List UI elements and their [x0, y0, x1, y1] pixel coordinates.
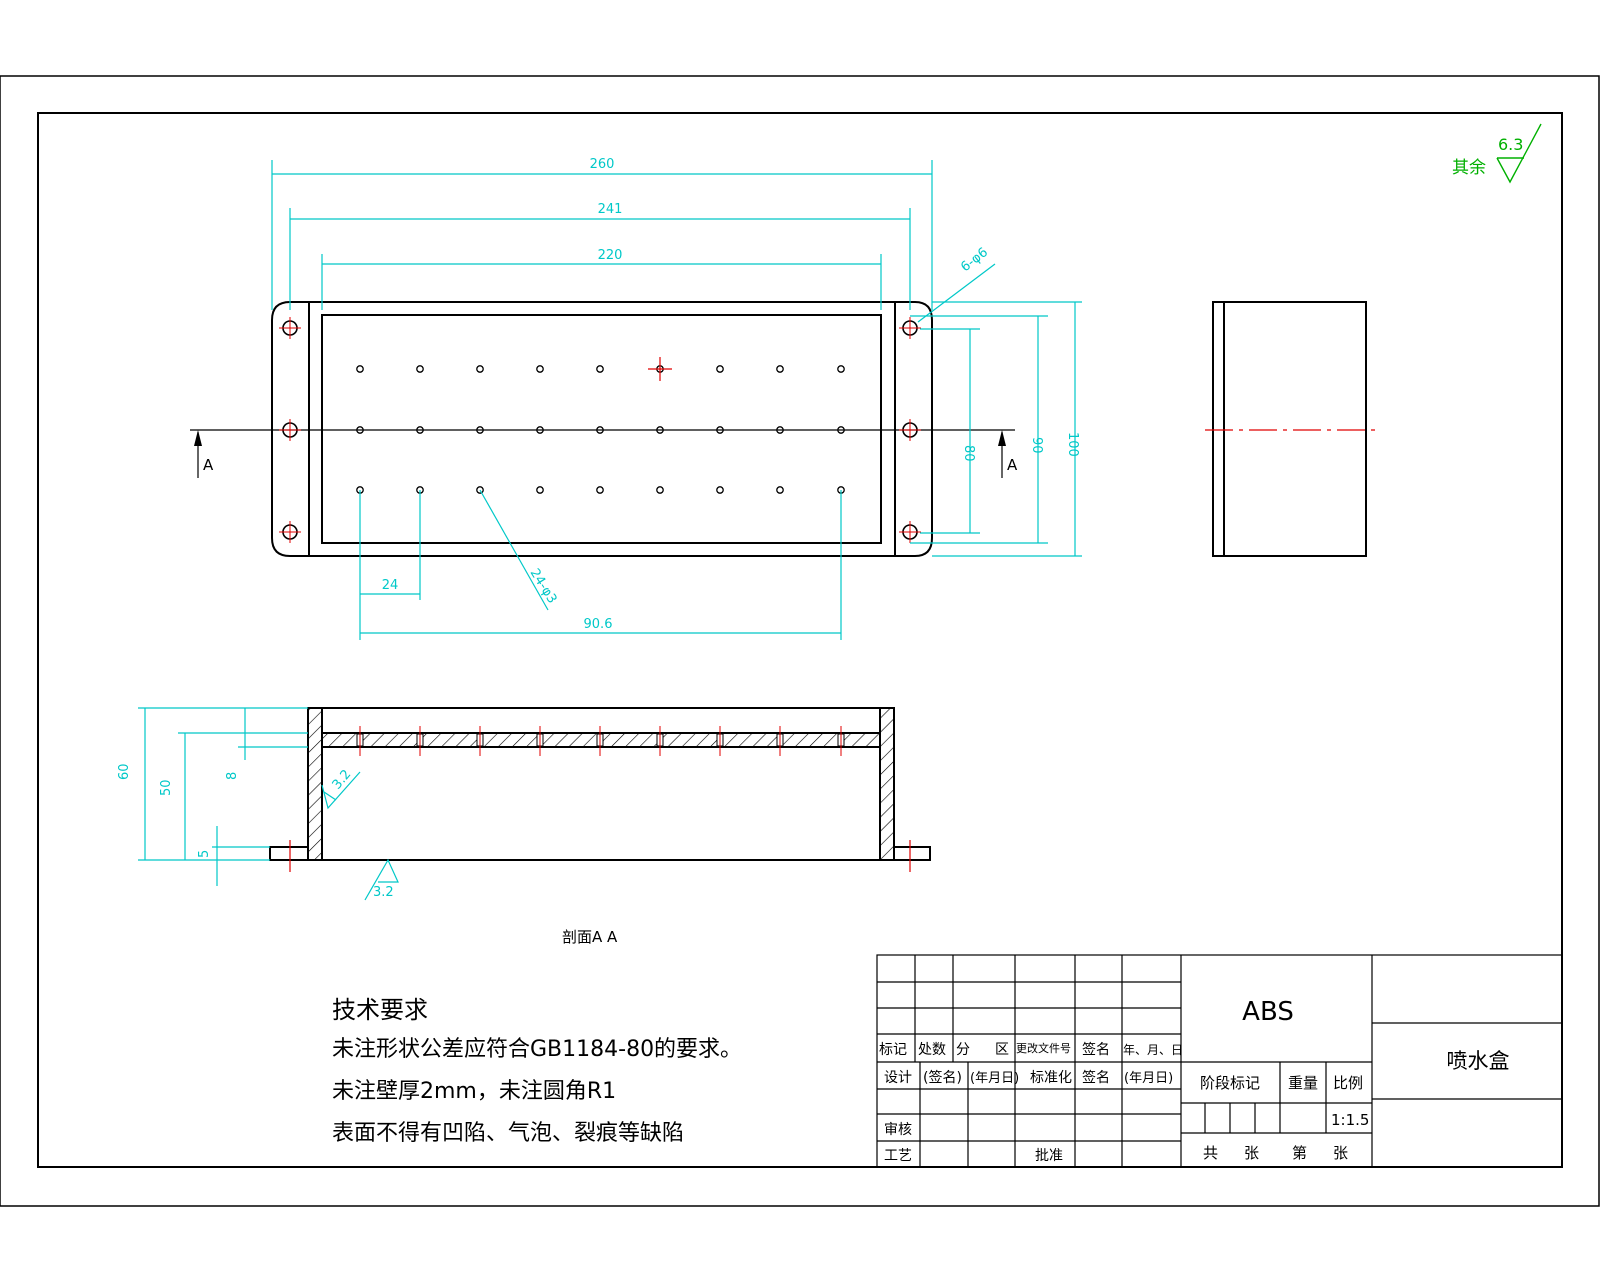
dim-241: 241 — [598, 202, 623, 217]
notes-line-2: 未注壁厚2mm，未注圆角R1 — [332, 1079, 616, 1104]
tb-scale-value: 1:1.5 — [1331, 1111, 1369, 1129]
dim-5: 5 — [197, 850, 212, 858]
small-hole — [776, 365, 784, 373]
small-hole — [776, 486, 784, 494]
roughness-other: 6.3 其余 — [1452, 123, 1542, 184]
notes-title: 技术要求 — [332, 996, 428, 1024]
small-hole — [596, 365, 604, 373]
small-hole — [356, 426, 364, 434]
tb-header-date: 年、月、日 — [1123, 1043, 1183, 1057]
section-marker-right: A — [1007, 456, 1018, 474]
tb-design-sign: (签名) — [923, 1069, 962, 1086]
mounting-hole — [899, 317, 921, 339]
tb-process: 工艺 — [884, 1148, 912, 1164]
tb-stage-mark: 阶段标记 — [1200, 1074, 1260, 1092]
small-hole — [716, 486, 724, 494]
tb-review: 审核 — [884, 1122, 912, 1138]
tb-material: ABS — [1242, 997, 1294, 1027]
dim-220: 220 — [598, 248, 623, 263]
dim-90-6: 90.6 — [584, 617, 613, 632]
technical-requirements: 技术要求 未注形状公差应符合GB1184-80的要求。 未注壁厚2mm，未注圆角… — [332, 996, 742, 1146]
small-hole — [536, 426, 544, 434]
roughness-bottom-value: 3.2 — [373, 885, 394, 900]
small-hole — [596, 486, 604, 494]
small-hole — [716, 365, 724, 373]
tb-header-change: 更改文件号 — [1016, 1041, 1071, 1055]
tb-header-part: 分 — [956, 1042, 970, 1058]
tb-approve: 批准 — [1035, 1148, 1063, 1164]
small-hole — [596, 426, 604, 434]
small-hole — [476, 486, 484, 494]
inner-frame — [37, 112, 1563, 1168]
dim-50: 50 — [159, 779, 174, 796]
dim-260: 260 — [590, 157, 615, 172]
roughness-other-label: 其余 — [1452, 158, 1486, 178]
roughness-wall: 3.2 — [321, 767, 361, 810]
dim-90: 90 — [1029, 437, 1044, 454]
small-hole — [476, 365, 484, 373]
title-block: 标记 处数 分 区 更改文件号 签名 年、月、日 设计 (签名) (年月日) 标… — [876, 954, 1563, 1168]
roughness-bottom: 3.2 — [364, 858, 399, 901]
tb-sheet-no: 第 — [1292, 1144, 1307, 1162]
side-view — [1205, 301, 1375, 557]
mounting-hole — [279, 317, 301, 339]
mounting-hole — [279, 521, 301, 543]
tb-standard: 标准化 — [1030, 1070, 1072, 1086]
top-view — [190, 301, 1015, 557]
tb-sheets-unit: 张 — [1244, 1144, 1259, 1162]
tb-standard-sign: 签名 — [1082, 1069, 1110, 1086]
dim-60: 60 — [117, 763, 132, 780]
small-hole — [416, 365, 424, 373]
small-hole — [656, 486, 664, 494]
small-hole — [416, 426, 424, 434]
tb-header-mark: 标记 — [879, 1042, 907, 1058]
section-marker-left: A — [203, 456, 214, 474]
small-hole — [536, 486, 544, 494]
tb-header-zone: 区 — [995, 1042, 1009, 1058]
small-hole — [837, 426, 845, 434]
roughness-wall-value: 3.2 — [330, 767, 355, 792]
outer-border — [0, 75, 1600, 1207]
small-hole — [536, 365, 544, 373]
notes-line-1: 未注形状公差应符合GB1184-80的要求。 — [332, 1037, 742, 1062]
dim-24: 24 — [382, 578, 399, 593]
small-hole — [656, 426, 664, 434]
top-dimensions: 260 241 220 6-φ6 24-φ3 24 90.6 80 — [271, 157, 1082, 640]
small-hole — [837, 365, 845, 373]
tb-part-name: 喷水盒 — [1447, 1049, 1510, 1073]
small-hole — [476, 426, 484, 434]
tb-weight: 重量 — [1288, 1074, 1318, 1092]
tb-header-count: 处数 — [918, 1042, 946, 1058]
tb-standard-date: (年月日) — [1124, 1071, 1173, 1086]
small-hole — [716, 426, 724, 434]
mounting-hole — [279, 419, 301, 441]
section-view — [269, 707, 931, 872]
tb-scale-label: 比例 — [1333, 1074, 1363, 1092]
tb-header-sign: 签名 — [1082, 1041, 1110, 1058]
dim-80: 80 — [961, 445, 976, 462]
tb-sheet-unit: 张 — [1333, 1144, 1348, 1162]
section-dimensions: 60 50 8 5 — [117, 707, 308, 886]
mounting-hole — [899, 419, 921, 441]
mounting-hole — [899, 521, 921, 543]
section-label: 剖面A A — [562, 928, 618, 946]
small-hole — [776, 426, 784, 434]
tb-sheets-total: 共 — [1203, 1144, 1218, 1162]
section-arrow-left: A — [194, 430, 214, 478]
tb-design-date: (年月日) — [970, 1071, 1019, 1086]
roughness-other-value: 6.3 — [1498, 135, 1523, 154]
tb-design: 设计 — [884, 1070, 912, 1086]
dim-small-holes: 24-φ3 — [527, 566, 560, 606]
notes-line-3: 表面不得有凹陷、气泡、裂痕等缺陷 — [332, 1121, 684, 1146]
dim-100: 100 — [1065, 432, 1080, 457]
small-hole — [356, 365, 364, 373]
section-arrow-right: A — [998, 430, 1018, 478]
dim-8: 8 — [225, 772, 240, 780]
